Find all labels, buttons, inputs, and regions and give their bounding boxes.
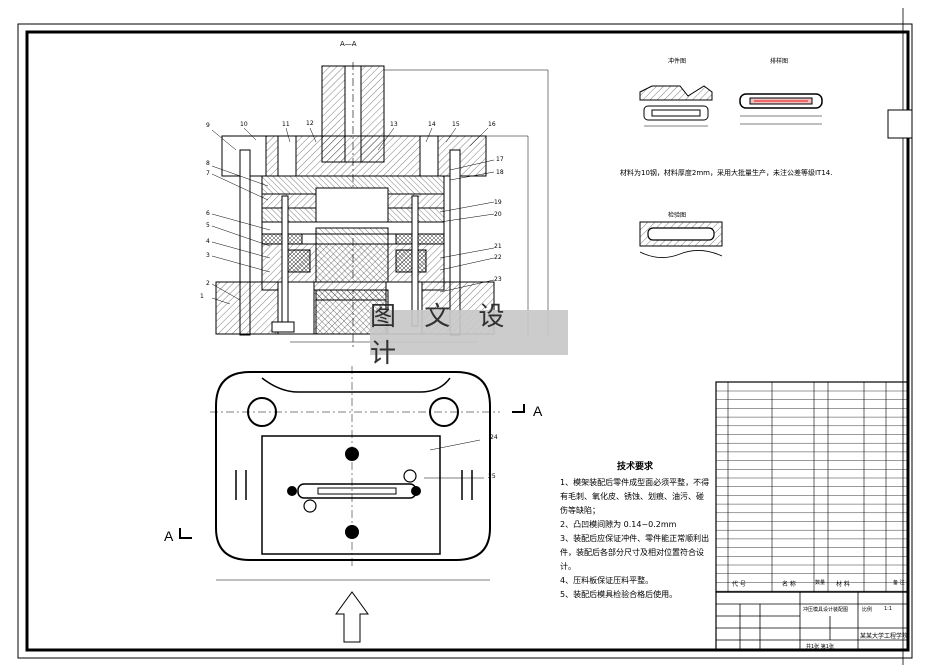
bill-of-materials-rows xyxy=(716,390,908,592)
part-callout: 11 xyxy=(282,121,290,128)
part-callout: 24 xyxy=(490,434,498,441)
plan-view xyxy=(179,366,525,643)
sheet-count: 共1张 第1张 xyxy=(806,644,834,650)
part-callout: 14 xyxy=(428,121,436,128)
tech-item: 3、装配后应保证冲件、零件能正常顺利出件，装配后各部分尺寸及相对位置符合设计。 xyxy=(560,534,710,571)
bom-header-notes: 备 注 xyxy=(893,580,905,586)
part-callout: 19 xyxy=(494,199,502,206)
bom-header-qty: 数量 xyxy=(815,580,826,586)
drawing-title: 冲压模具设计装配图 xyxy=(803,607,849,613)
tech-item: 5、装配后模具检验合格后使用。 xyxy=(560,590,678,599)
part-callout: 10 xyxy=(240,121,248,128)
section-view-title: A—A xyxy=(340,40,357,48)
part-callout: 6 xyxy=(206,210,210,217)
part-view-1-title: 冲件图 xyxy=(668,58,687,65)
section-marker-right: A xyxy=(533,403,543,419)
part-callout: 5 xyxy=(206,222,210,229)
part-callout: 17 xyxy=(496,156,504,163)
part-view-1 xyxy=(639,85,713,127)
title-block-grid xyxy=(715,591,909,651)
part-callout: 22 xyxy=(494,254,502,261)
part-view-2-title: 排样图 xyxy=(770,58,789,65)
scale-label: 比例 xyxy=(862,607,873,613)
part-view-2 xyxy=(739,93,823,125)
tech-item: 1、模架装配后零件成型面必须平整，不得有毛刺、氧化皮、锈蚀、划痕、油污、碰伤等缺… xyxy=(560,478,710,515)
part-callout: 21 xyxy=(494,243,502,250)
part-view-3 xyxy=(639,221,723,258)
bom-header-code: 代 号 xyxy=(732,581,746,588)
part-callout: 18 xyxy=(496,169,504,176)
part-callout: 23 xyxy=(494,276,502,283)
tech-item: 4、压料板保证压料平整。 xyxy=(560,576,654,585)
part-callout: 16 xyxy=(488,121,496,128)
part-callout: 7 xyxy=(206,170,210,177)
bill-of-materials-grid xyxy=(715,381,909,593)
part-view-3-title: 检验图 xyxy=(668,212,687,219)
part-callout: 3 xyxy=(206,252,210,259)
part-callout: 25 xyxy=(488,473,496,480)
part-callout: 8 xyxy=(206,160,210,167)
part-callout: 2 xyxy=(206,280,210,287)
part-callout: 20 xyxy=(494,211,502,218)
technical-requirements-title: 技术要求 xyxy=(616,462,653,472)
section-marker-left: A xyxy=(164,528,174,544)
part-callout: 4 xyxy=(206,238,210,245)
watermark: 图 文 设 计 xyxy=(370,302,568,369)
part-callout: 12 xyxy=(306,120,314,127)
part-callout: 13 xyxy=(390,121,398,128)
section-view xyxy=(215,62,549,350)
tech-item: 2、凸凹模间隙为 0.14~0.2mm xyxy=(560,520,677,529)
school-name: 某某大学工程学院 xyxy=(860,633,909,640)
technical-requirements: 技术要求 1、模架装配后零件成型面必须平整，不得有毛刺、氧化皮、锈蚀、划痕、油污… xyxy=(560,460,710,602)
material-note: 材料为10钢，材料厚度2mm，采用大批量生产，未注公差等级IT14. xyxy=(620,169,833,177)
bom-header-material: 材 料 xyxy=(836,581,850,588)
scale-value: 1:1 xyxy=(884,606,893,612)
callout-leaders xyxy=(211,127,495,305)
sheet-border xyxy=(17,8,913,665)
bom-header-name: 名 称 xyxy=(782,581,796,588)
part-callout: 15 xyxy=(452,121,460,128)
part-callout: 1 xyxy=(200,293,204,300)
part-callout: 9 xyxy=(206,122,210,129)
